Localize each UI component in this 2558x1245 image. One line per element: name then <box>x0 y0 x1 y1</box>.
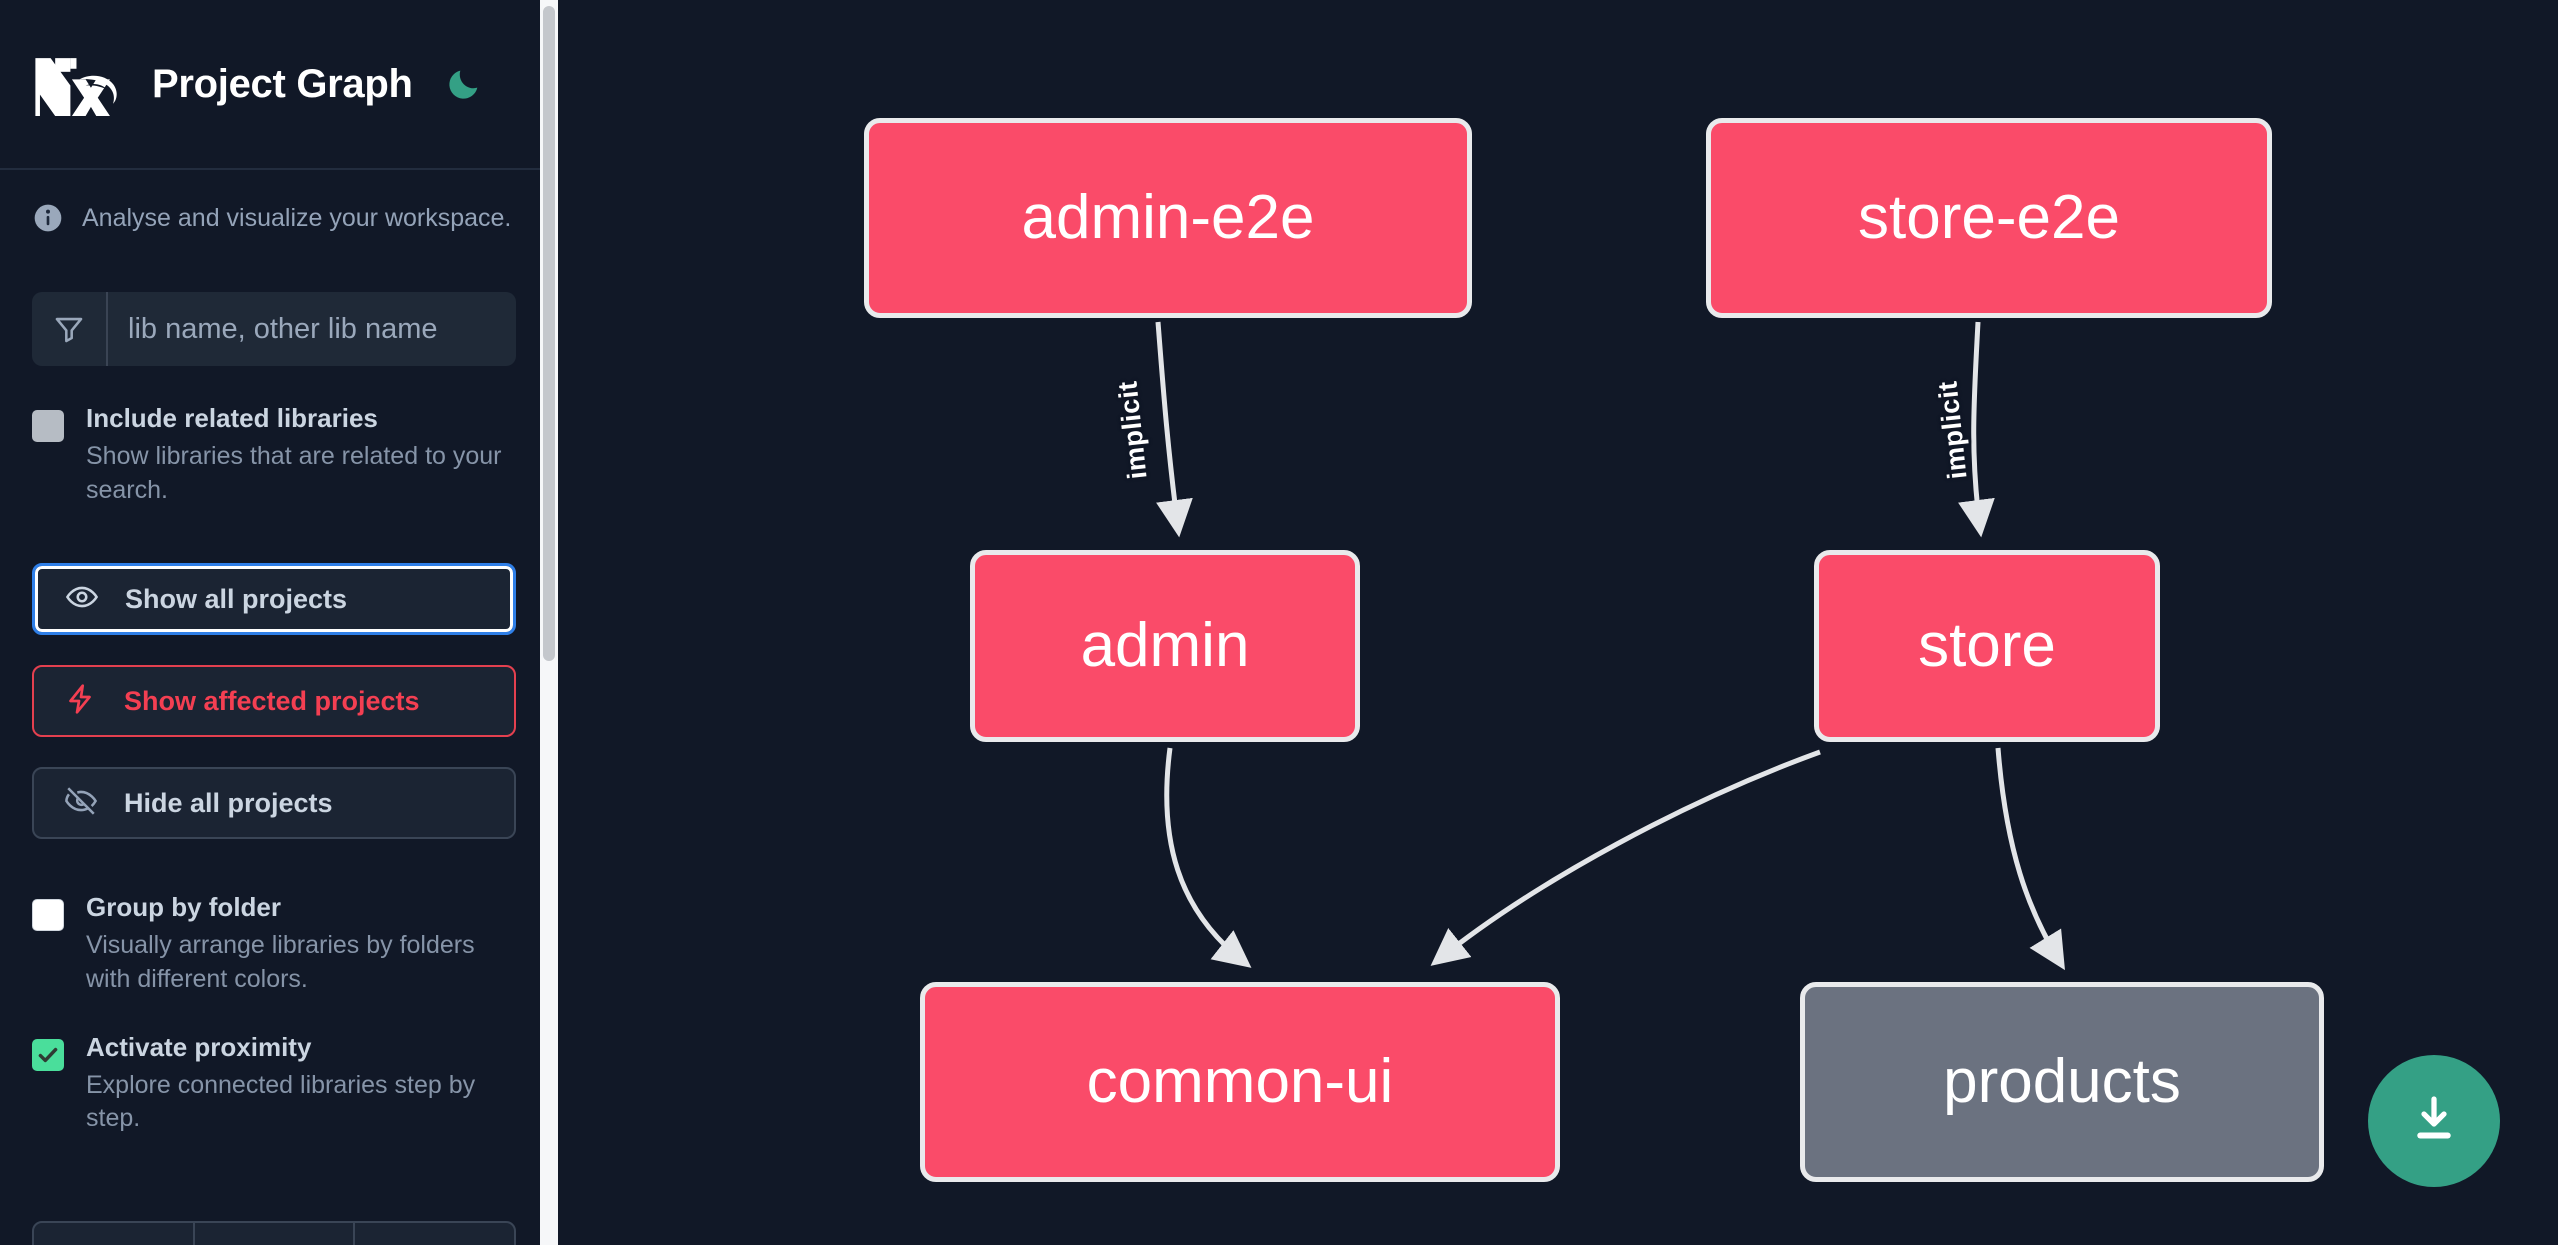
hide-all-projects-label: Hide all projects <box>124 787 333 818</box>
graph-node-label: common-ui <box>1086 1047 1394 1116</box>
group-by-folder-checkbox[interactable] <box>32 899 64 932</box>
group-by-folder-label: Group by folder <box>86 892 281 923</box>
info-circle-icon <box>32 202 64 234</box>
checkbox-row-group-by-folder[interactable]: Group by folder Visually arrange librari… <box>0 892 548 996</box>
workspace-info: Analyse and visualize your workspace. <box>0 170 548 234</box>
proximity-step-option-1[interactable] <box>34 1223 195 1245</box>
include-related-libraries-label: Include related libraries <box>86 403 378 433</box>
edge-store-e2e-store <box>1958 321 1995 538</box>
sidebar-scrollbar[interactable] <box>540 0 558 1245</box>
proximity-step-group[interactable] <box>32 1221 516 1245</box>
graph-node-admin-e2e[interactable]: admin-e2e <box>864 118 1472 318</box>
edge-store-common-ui <box>1430 749 1821 966</box>
proximity-step-option-3[interactable] <box>355 1223 514 1245</box>
show-all-projects-button[interactable]: Show all projects <box>32 563 516 636</box>
edge-store-products <box>1995 747 2065 971</box>
graph-node-store[interactable]: store <box>1814 550 2160 742</box>
filter-funnel-icon <box>32 292 108 366</box>
graph-node-admin[interactable]: admin <box>970 550 1360 742</box>
nx-logo-icon <box>32 49 124 119</box>
check-icon <box>38 1047 58 1062</box>
sidebar-scrollbar-thumb[interactable] <box>543 6 555 661</box>
graph-node-common-ui[interactable]: common-ui <box>920 982 1560 1182</box>
edge-admin-common-ui <box>1164 747 1252 968</box>
sidebar: Project Graph Analyse and visualize yo <box>0 0 558 1245</box>
edge-admin-e2e-admin <box>1155 321 1193 538</box>
activate-proximity-label: Activate proximity <box>86 1031 312 1062</box>
group-by-folder-description: Visually arrange libraries by folders wi… <box>86 931 475 994</box>
eye-icon <box>65 580 99 619</box>
sidebar-content: Project Graph Analyse and visualize yo <box>0 0 548 1245</box>
show-affected-projects-button[interactable]: Show affected projects <box>32 665 516 738</box>
include-related-libraries-description: Show libraries that are related to your … <box>86 441 502 504</box>
graph-canvas[interactable]: implicit implicit admin-e2e store-e2e ad… <box>558 0 2558 1245</box>
graph-node-label: store-e2e <box>1858 183 2120 252</box>
show-all-projects-label: Show all projects <box>125 583 348 614</box>
graph-node-label: admin <box>1080 611 1250 680</box>
project-visibility-buttons: Show all projects Show affected projects <box>0 563 548 840</box>
search-field[interactable] <box>32 292 516 366</box>
checkbox-row-include-related-libraries[interactable]: Include related libraries Show libraries… <box>0 403 548 507</box>
moon-icon[interactable] <box>441 61 487 107</box>
eye-off-icon <box>64 784 98 823</box>
workspace-info-text: Analyse and visualize your workspace. <box>82 204 512 232</box>
activate-proximity-description: Explore connected libraries step by step… <box>86 1070 476 1133</box>
sidebar-header: Project Graph <box>0 0 548 170</box>
download-graph-button[interactable] <box>2368 1055 2500 1187</box>
checkbox-row-activate-proximity[interactable]: Activate proximity Explore connected lib… <box>0 1031 548 1136</box>
lightning-bolt-icon <box>64 682 98 721</box>
include-related-libraries-checkbox[interactable] <box>32 410 64 442</box>
search-input[interactable] <box>108 292 516 366</box>
graph-node-products[interactable]: products <box>1800 982 2324 1182</box>
graph-node-store-e2e[interactable]: store-e2e <box>1706 118 2272 318</box>
page-title: Project Graph <box>152 61 413 106</box>
graph-edges <box>1155 321 2065 971</box>
graph-node-label: store <box>1918 611 2056 680</box>
graph-node-label: products <box>1943 1047 2181 1116</box>
activate-proximity-checkbox[interactable] <box>32 1038 64 1071</box>
show-affected-projects-label: Show affected projects <box>124 685 420 716</box>
download-icon <box>2404 1089 2464 1154</box>
graph-node-label: admin-e2e <box>1021 183 1315 252</box>
hide-all-projects-button[interactable]: Hide all projects <box>32 767 516 840</box>
proximity-step-option-2[interactable] <box>195 1223 356 1245</box>
